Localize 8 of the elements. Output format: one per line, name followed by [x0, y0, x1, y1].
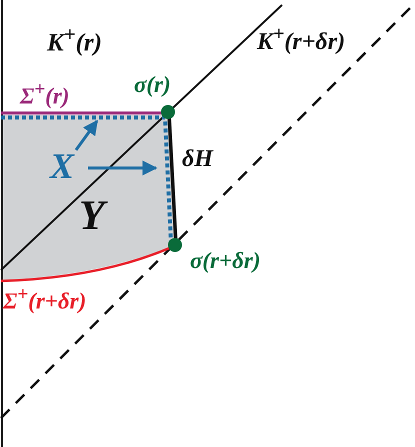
math-label: σ(r) — [134, 73, 171, 96]
math-label: Σ$^{+}$(r) — [20, 80, 70, 108]
math-label: X — [50, 148, 74, 184]
math-label: K$^{+}$(r) — [47, 24, 102, 56]
math-label: δH — [182, 147, 213, 171]
math-label: σ(r+δr) — [190, 249, 261, 272]
math-label: K$^{+}$(r+δr) — [257, 24, 346, 54]
math-label: Σ$^{+}$(r+δr) — [3, 285, 86, 313]
